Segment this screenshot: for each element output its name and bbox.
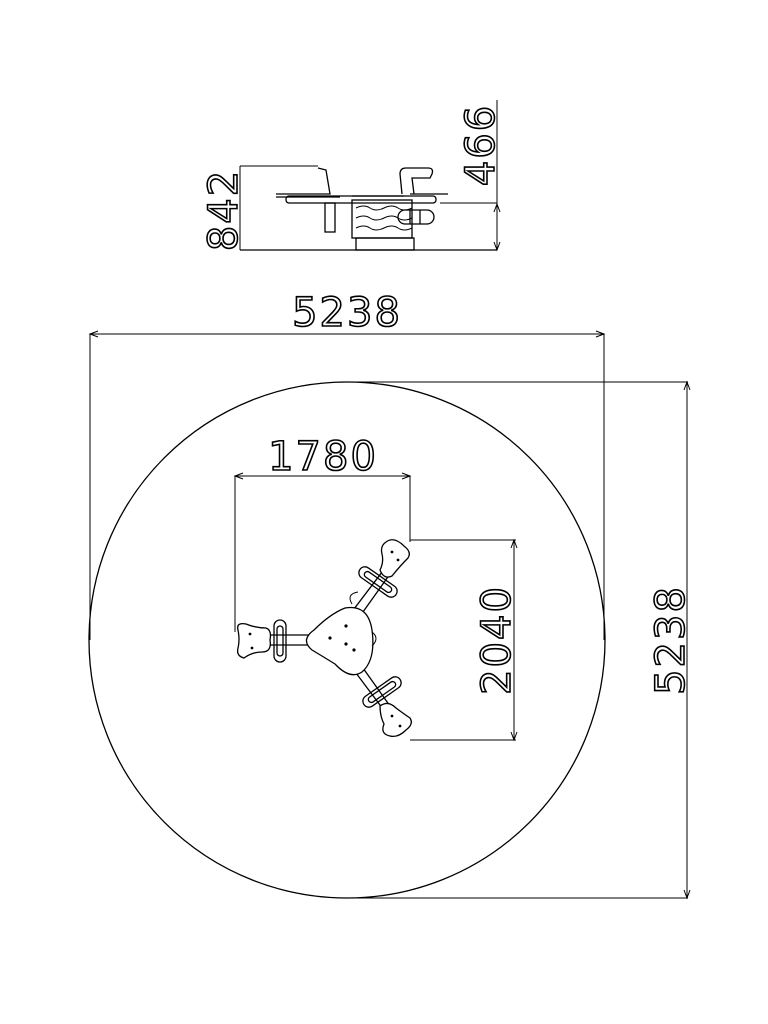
- dim-5238-width-label: 5238: [292, 290, 402, 336]
- plan-view: 5238 5238 1780 2040: [88, 289, 695, 900]
- safety-zone-circle: [88, 381, 606, 899]
- side-elevation: 842 466: [200, 100, 505, 252]
- dim-466-label: 466: [458, 104, 504, 186]
- dim-842-label: 842: [201, 169, 247, 251]
- dim-1780-label: 1780: [268, 434, 378, 480]
- seesaw-equipment: [236, 539, 412, 738]
- dim-2040-label: 2040: [474, 585, 520, 695]
- dim-5238-depth-label: 5238: [648, 585, 694, 695]
